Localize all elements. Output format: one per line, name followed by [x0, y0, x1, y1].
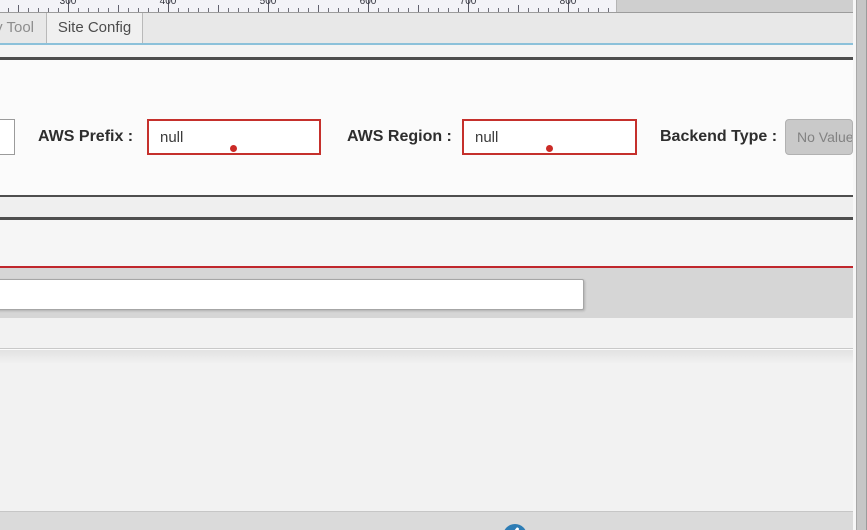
ruler-label: 400 — [159, 0, 177, 7]
wide-text-input[interactable] — [0, 279, 584, 310]
red-divider — [0, 266, 853, 268]
section-divider — [0, 195, 853, 197]
ruler-label: 500 — [259, 0, 277, 7]
footer-bar — [0, 512, 853, 530]
backend-type-value: No Value — [797, 129, 853, 145]
spacer-band — [0, 45, 853, 57]
backend-type-label: Backend Type : — [660, 128, 778, 145]
info-circle-icon[interactable] — [503, 524, 527, 530]
validation-error-dot-icon — [230, 145, 237, 152]
tab-underline — [0, 43, 853, 45]
backend-type-select[interactable]: No Value — [785, 119, 853, 155]
ruler-label: 700 — [459, 0, 477, 7]
scrollbar-gap — [853, 0, 856, 530]
vertical-scrollbar[interactable] — [856, 0, 867, 530]
tab-y-tool[interactable]: y Tool — [0, 13, 47, 43]
aws-prefix-field — [147, 119, 321, 155]
ruler-label: 600 — [359, 0, 377, 7]
form-section: AWS Prefix : AWS Region : Backend Type :… — [0, 60, 853, 195]
ruler-label: 300 — [59, 0, 77, 7]
spacer-band — [0, 318, 853, 349]
tab-label: Site Config — [57, 19, 132, 36]
aws-region-label: AWS Region : — [347, 128, 452, 145]
tab-site-config[interactable]: Site Config — [47, 13, 143, 43]
truncated-left-input[interactable] — [0, 119, 15, 155]
content-area — [0, 350, 853, 511]
horizontal-ruler: 300 400 500 600 700 800 — [0, 0, 853, 13]
tab-bar: y Tool Site Config — [0, 13, 853, 43]
spacer-band — [0, 197, 853, 217]
section-divider — [0, 217, 853, 220]
validation-error-dot-icon — [545, 145, 553, 152]
aws-prefix-label: AWS Prefix : — [38, 128, 134, 145]
section-divider — [0, 57, 853, 60]
footer-divider — [0, 511, 853, 512]
spacer-band — [0, 220, 853, 266]
tab-label: y Tool — [0, 19, 34, 36]
ruler-label: 800 — [559, 0, 577, 7]
ruler-ticks — [0, 0, 617, 12]
input-band — [0, 268, 853, 318]
aws-region-field — [462, 119, 637, 155]
